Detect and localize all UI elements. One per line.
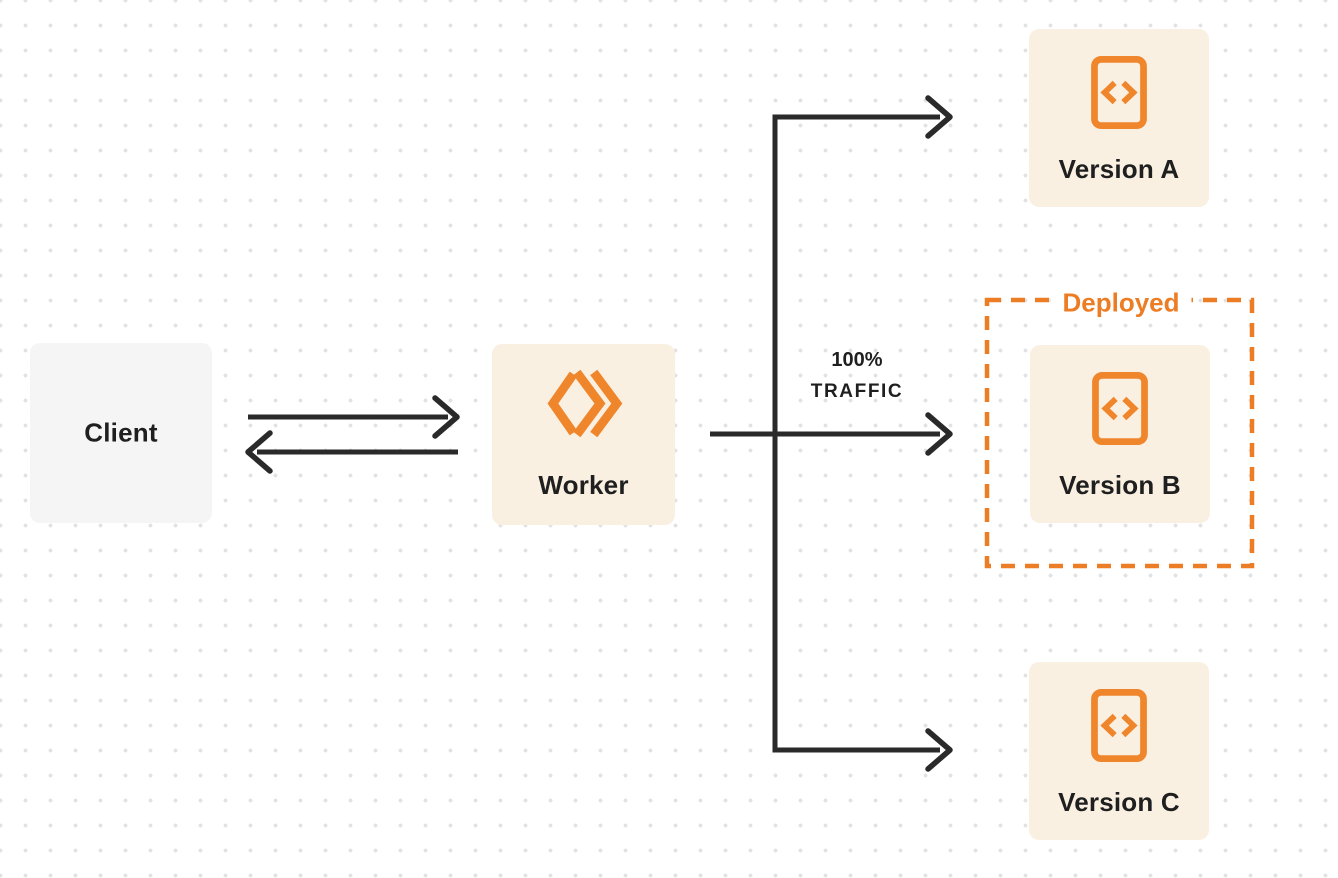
code-file-icon (1029, 688, 1209, 763)
arrow-to-version-b (710, 412, 953, 456)
cloudflare-workers-logo-icon (492, 368, 675, 439)
deployed-group-label: Deployed (1050, 287, 1192, 319)
node-version-c-label: Version C (1058, 787, 1180, 817)
code-file-icon (1029, 55, 1209, 130)
node-version-c: Version C (1029, 662, 1209, 840)
node-worker: Worker (492, 344, 675, 525)
node-client-label: Client (84, 417, 158, 448)
traffic-percent-text: 100% (831, 349, 883, 371)
arrow-worker-to-client (245, 430, 458, 474)
node-version-b: Version B (1030, 345, 1210, 523)
node-version-b-label: Version B (1059, 470, 1181, 500)
traffic-label: 100% TRAFFIC (811, 349, 903, 403)
arrow-client-to-worker (248, 395, 460, 439)
arrow-to-version-c (772, 728, 953, 772)
traffic-word-text: TRAFFIC (810, 381, 904, 402)
node-version-a: Version A (1029, 29, 1209, 207)
node-version-a-label: Version A (1058, 154, 1180, 184)
code-file-icon (1030, 371, 1210, 446)
node-worker-label: Worker (538, 470, 629, 500)
node-client: Client (30, 343, 212, 523)
arrow-to-version-a (772, 95, 953, 139)
